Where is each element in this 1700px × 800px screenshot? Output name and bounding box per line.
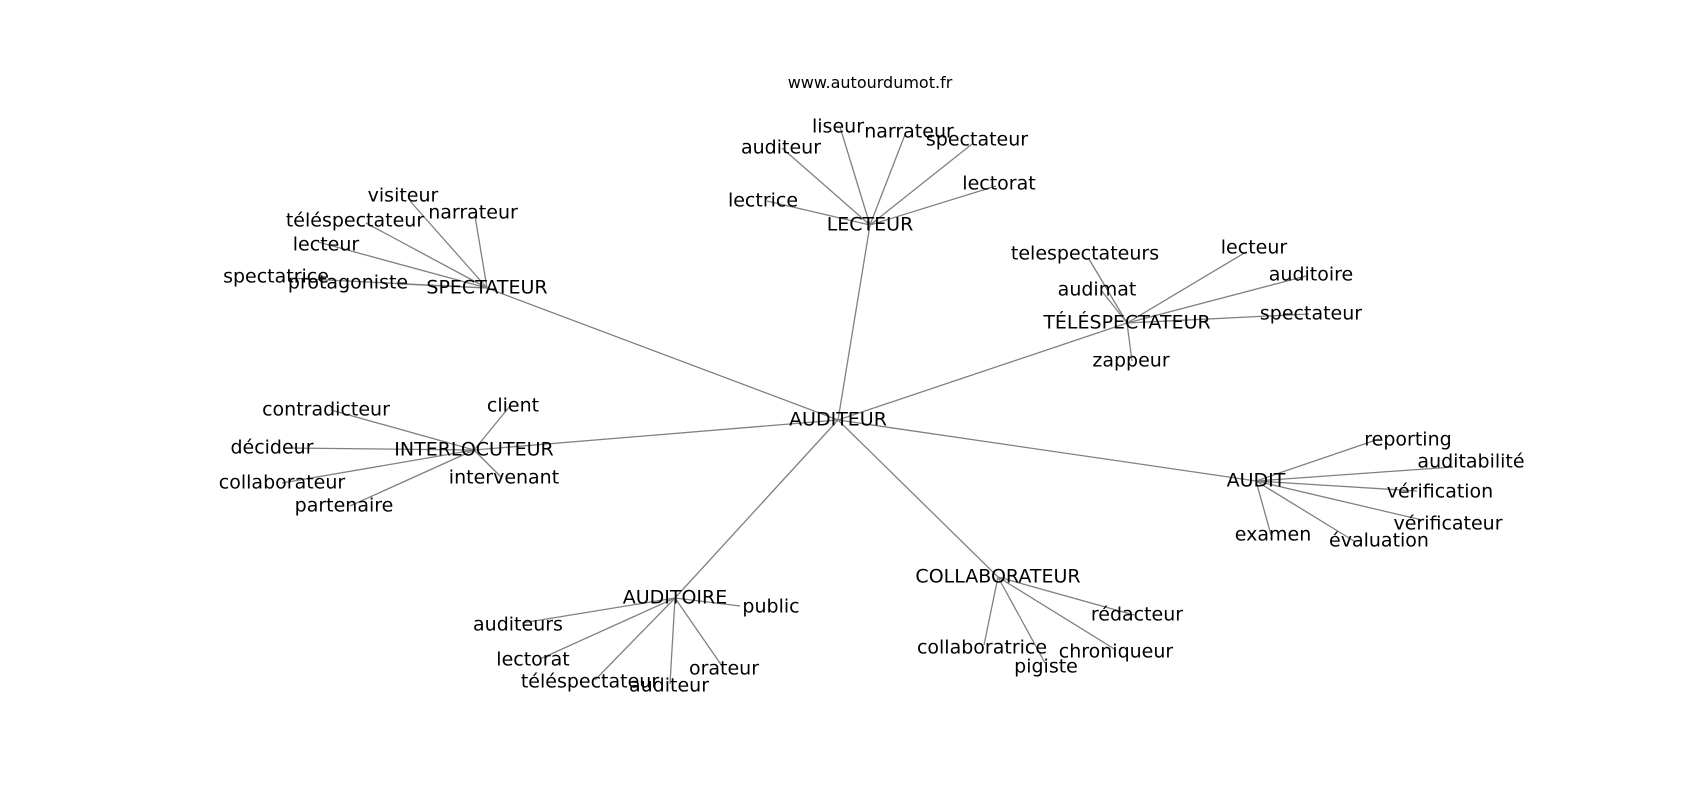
edge-collaborateur-leaf-0 — [997, 576, 1135, 616]
leaf-node-lecteur-0[interactable]: auditeur — [741, 137, 821, 159]
edge-interlocuteur-leaf-3 — [281, 449, 475, 484]
leaf-node-lecteur-1[interactable]: liseur — [812, 116, 864, 138]
edge-audit-leaf-2 — [1255, 480, 1418, 492]
leaf-node-collaborateur-1[interactable]: collaboratrice — [917, 637, 1047, 659]
leaf-node-auditoire-0[interactable]: public — [742, 596, 799, 618]
edge-lecteur-leaf-3 — [869, 143, 973, 226]
edge-interlocuteur-leaf-4 — [473, 449, 503, 479]
leaf-node-auditoire-4[interactable]: téléspectateur — [521, 671, 659, 693]
edge-spectateur-leaf-1 — [474, 215, 488, 289]
edge-spectateur-leaf-5 — [399, 283, 488, 289]
leaf-node-audit-1[interactable]: auditabilité — [1417, 451, 1524, 473]
leaf-node-audit-3[interactable]: vérificateur — [1393, 513, 1502, 535]
edge-auditoire-leaf-1 — [521, 597, 676, 624]
leaf-node-spectateur-3[interactable]: lecteur — [293, 234, 360, 256]
leaf-node-collaborateur-2[interactable]: chroniqueur — [1059, 641, 1174, 663]
hub-node-spectateur[interactable]: SPECTATEUR — [426, 277, 547, 299]
leaf-node-auditoire-2[interactable]: lectorat — [496, 649, 569, 671]
edge-audit-leaf-0 — [1255, 438, 1380, 482]
leaf-node-interlocuteur-2[interactable]: décideur — [230, 437, 313, 459]
edge-spectateur-leaf-3 — [317, 241, 488, 289]
hub-node-audit[interactable]: AUDIT — [1227, 470, 1286, 492]
edge-center-audit — [837, 419, 1257, 482]
edge-interlocuteur-leaf-1 — [473, 405, 511, 451]
leaf-node-interlocuteur-0[interactable]: contradicteur — [262, 399, 390, 421]
leaf-node-interlocuteur-3[interactable]: collaborateur — [219, 472, 346, 494]
leaf-node-telespectateur-3[interactable]: audimat — [1058, 279, 1137, 301]
edge-telespectateur-leaf-5 — [1126, 322, 1133, 362]
edge-collaborateur-leaf-3 — [997, 576, 1046, 664]
leaf-node-auditoire-5[interactable]: auditeur — [629, 675, 709, 697]
leaf-node-collaborateur-3[interactable]: pigiste — [1014, 656, 1078, 678]
edge-interlocuteur-leaf-0 — [330, 409, 475, 451]
edge-center-interlocuteur — [473, 419, 839, 451]
leaf-node-collaborateur-0[interactable]: rédacteur — [1091, 604, 1183, 626]
edge-spectateur-leaf-2 — [365, 222, 488, 289]
edge-audit-leaf-1 — [1255, 466, 1454, 482]
leaf-node-spectateur-1[interactable]: narrateur — [428, 202, 518, 224]
leaf-node-auditoire-1[interactable]: auditeurs — [473, 614, 563, 636]
edge-interlocuteur-leaf-2 — [285, 447, 475, 451]
leaf-node-interlocuteur-5[interactable]: partenaire — [295, 495, 394, 517]
edge-interlocuteur-leaf-5 — [349, 449, 475, 507]
leaf-node-audit-2[interactable]: vérification — [1387, 481, 1493, 503]
leaf-node-audit-4[interactable]: examen — [1235, 524, 1311, 546]
leaf-node-telespectateur-1[interactable]: lecteur — [1221, 237, 1288, 259]
edge-telespectateur-leaf-4 — [1126, 313, 1310, 324]
edge-audit-leaf-4 — [1255, 480, 1272, 536]
hub-node-lecteur[interactable]: LECTEUR — [827, 214, 914, 236]
graph-edges — [281, 126, 1454, 685]
hub-node-interlocuteur[interactable]: INTERLOCUTEUR — [394, 439, 553, 461]
edge-center-collaborateur — [837, 419, 999, 578]
leaf-node-lecteur-4[interactable]: lectorat — [962, 173, 1035, 195]
edge-auditoire-leaf-3 — [674, 597, 723, 667]
leaf-node-audit-5[interactable]: évaluation — [1329, 530, 1429, 552]
edge-auditoire-leaf-4 — [594, 597, 676, 681]
leaf-node-interlocuteur-4[interactable]: intervenant — [449, 467, 559, 489]
edge-telespectateur-leaf-3 — [1100, 289, 1128, 324]
hub-node-collaborateur[interactable]: COLLABORATEUR — [915, 566, 1080, 588]
leaf-node-telespectateur-5[interactable]: zappeur — [1092, 350, 1169, 372]
edge-center-spectateur — [486, 287, 839, 421]
source-url[interactable]: www.autourdumot.fr — [788, 73, 953, 92]
edge-audit-leaf-5 — [1255, 480, 1355, 542]
leaf-node-spectateur-0[interactable]: visiteur — [368, 185, 439, 207]
edge-collaborateur-leaf-1 — [983, 576, 999, 646]
leaf-node-lecteur-3[interactable]: spectateur — [926, 129, 1028, 151]
edge-lecteur-leaf-0 — [781, 147, 871, 226]
edge-auditoire-leaf-2 — [539, 597, 676, 660]
leaf-node-spectateur-2[interactable]: téléspectateur — [286, 210, 424, 232]
edge-center-telespectateur — [837, 322, 1128, 421]
leaf-node-telespectateur-2[interactable]: auditoire — [1269, 264, 1353, 286]
center-node[interactable]: AUDITEUR — [789, 409, 887, 431]
leaf-node-lecteur-2[interactable]: narrateur — [864, 121, 954, 143]
edge-spectateur-leaf-0 — [409, 200, 488, 289]
edge-audit-leaf-3 — [1255, 480, 1423, 521]
leaf-node-interlocuteur-1[interactable]: client — [487, 395, 539, 417]
hub-node-auditoire[interactable]: AUDITOIRE — [623, 587, 728, 609]
leaf-node-spectateur-4[interactable]: spectatrice — [223, 266, 329, 288]
edge-lecteur-leaf-5 — [766, 200, 871, 226]
edge-lecteur-leaf-1 — [839, 126, 871, 226]
edge-collaborateur-leaf-2 — [997, 576, 1117, 651]
edge-auditoire-leaf-5 — [669, 597, 676, 685]
leaf-node-audit-0[interactable]: reporting — [1364, 429, 1451, 451]
leaf-node-spectateur-5[interactable]: protagoniste — [288, 272, 408, 294]
edge-telespectateur-leaf-1 — [1126, 251, 1247, 324]
edge-lecteur-leaf-2 — [869, 131, 907, 226]
edge-auditoire-leaf-0 — [674, 597, 741, 607]
hub-node-telespectateur[interactable]: TÉLÉSPECTATEUR — [1042, 311, 1210, 334]
leaf-node-auditoire-3[interactable]: orateur — [689, 658, 759, 680]
leaf-node-lecteur-5[interactable]: lectrice — [728, 190, 798, 212]
edge-center-auditoire — [674, 419, 839, 599]
leaf-node-telespectateur-4[interactable]: spectateur — [1260, 303, 1362, 325]
edge-center-lecteur — [837, 224, 871, 421]
edge-telespectateur-leaf-2 — [1126, 275, 1307, 324]
edge-lecteur-leaf-4 — [869, 185, 997, 226]
leaf-node-telespectateur-0[interactable]: telespectateurs — [1011, 243, 1159, 265]
edge-telespectateur-leaf-0 — [1088, 258, 1128, 324]
